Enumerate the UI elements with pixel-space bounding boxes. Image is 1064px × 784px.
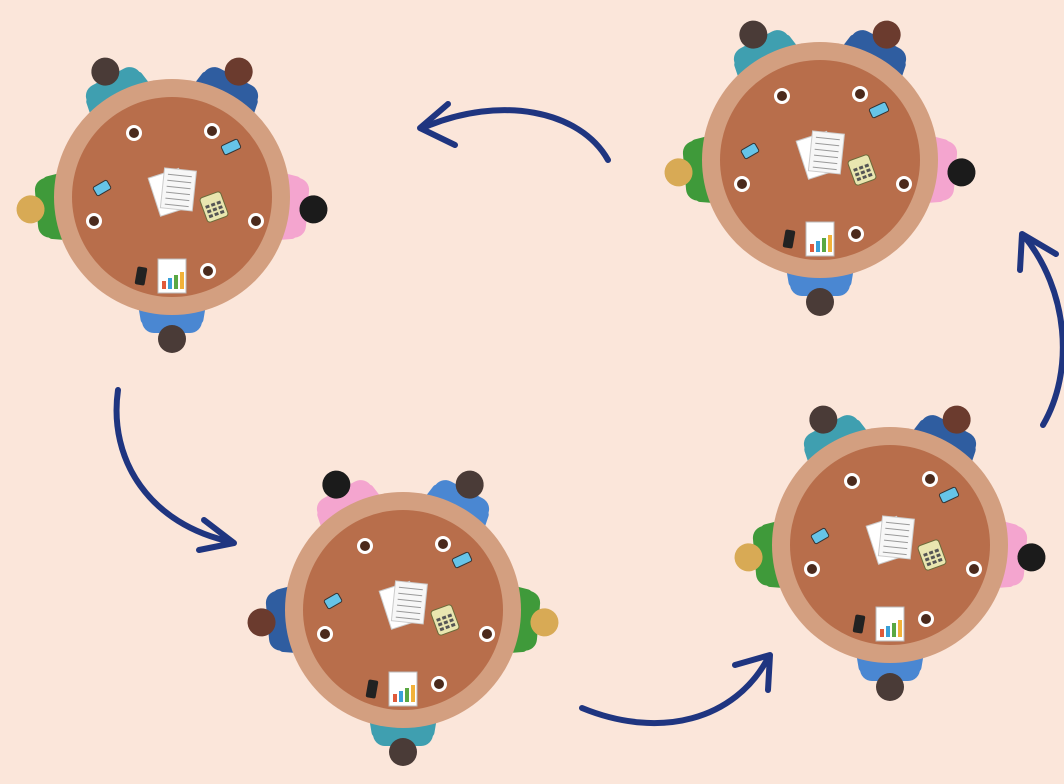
chart-bar	[405, 688, 409, 702]
chart-bar	[168, 278, 172, 289]
coffee	[969, 564, 979, 574]
coffee	[320, 629, 330, 639]
head	[806, 288, 834, 316]
paper-stack	[808, 131, 844, 174]
chart-bar	[411, 685, 415, 702]
coffee	[482, 629, 492, 639]
coffee	[737, 179, 747, 189]
chart-bar	[810, 244, 814, 252]
coffee	[207, 126, 217, 136]
coffee	[807, 564, 817, 574]
coffee	[777, 91, 787, 101]
coffee	[921, 614, 931, 624]
chart-bar	[892, 623, 896, 637]
coffee	[434, 679, 444, 689]
coffee	[851, 229, 861, 239]
chart-bar	[880, 629, 884, 637]
chart-bar	[886, 626, 890, 637]
coffee	[89, 216, 99, 226]
chart-document	[389, 672, 417, 706]
head	[876, 673, 904, 701]
chart-bar	[174, 275, 178, 289]
paper-stack	[391, 581, 427, 624]
chart-bar	[399, 691, 403, 702]
chart-bar	[180, 272, 184, 289]
chart-bar	[162, 281, 166, 289]
chart-document	[876, 607, 904, 641]
coffee	[847, 476, 857, 486]
chart-bar	[898, 620, 902, 637]
chart-bar	[828, 235, 832, 252]
paper-stack	[160, 168, 196, 211]
coffee	[899, 179, 909, 189]
coffee	[203, 266, 213, 276]
coffee	[925, 474, 935, 484]
head	[158, 325, 186, 353]
coffee	[360, 541, 370, 551]
chart-bar	[822, 238, 826, 252]
chart-document	[806, 222, 834, 256]
coffee	[855, 89, 865, 99]
coffee	[251, 216, 261, 226]
coffee	[438, 539, 448, 549]
head	[389, 738, 417, 766]
chart-document	[158, 259, 186, 293]
paper-stack	[878, 516, 914, 559]
chart-bar	[393, 694, 397, 702]
chart-bar	[816, 241, 820, 252]
coffee	[129, 128, 139, 138]
